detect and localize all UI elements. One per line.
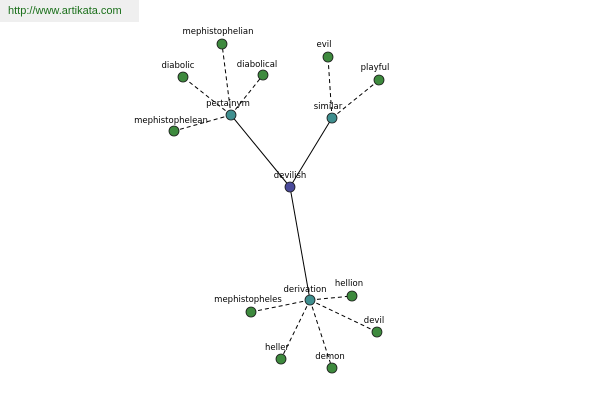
node-label-demon: demon: [315, 352, 345, 362]
edge-pertainym-diabolical: [230, 74, 264, 116]
edge-pertainym-diabolic: [182, 76, 232, 116]
edge-pertainym-mephistophelean: [173, 114, 232, 132]
edges-layer: [173, 43, 380, 369]
node-mephistopheles[interactable]: [245, 306, 257, 318]
node-label-playful: playful: [361, 63, 390, 73]
nodes-layer: [168, 38, 385, 374]
node-label-evil: evil: [317, 40, 332, 50]
edge-derivation-devil: [309, 299, 378, 333]
node-devilish[interactable]: [284, 181, 296, 193]
edge-derivation-heller: [280, 299, 311, 360]
edge-similar-playful: [331, 79, 380, 119]
node-diabolical[interactable]: [257, 69, 269, 81]
edge-pertainym-mephistophelian: [221, 43, 232, 116]
node-label-pertainym: pertainym: [206, 99, 250, 109]
edge-derivation-mephistopheles: [250, 299, 311, 313]
edge-similar-evil: [327, 56, 333, 119]
node-demon[interactable]: [326, 362, 338, 374]
node-label-mephistophelian: mephistophelian: [183, 27, 254, 37]
node-label-similar: similar: [314, 102, 343, 112]
node-playful[interactable]: [373, 74, 385, 86]
node-evil[interactable]: [322, 51, 334, 63]
node-label-heller: heller: [265, 343, 290, 353]
url-watermark-banner: http://www.artikata.com: [0, 0, 139, 22]
node-label-hellion: hellion: [335, 279, 363, 289]
url-watermark: http://www.artikata.com: [8, 5, 122, 17]
node-label-mephistopheles: mephistopheles: [214, 295, 282, 305]
edge-derivation-demon: [309, 299, 333, 369]
edge-devilish-derivation: [289, 186, 311, 301]
node-mephistophelian[interactable]: [216, 38, 228, 50]
edge-devilish-pertainym: [230, 114, 291, 188]
node-diabolic[interactable]: [177, 71, 189, 83]
node-label-devil: devil: [364, 316, 384, 326]
edge-devilish-similar: [289, 117, 333, 188]
node-mephistophelean[interactable]: [168, 125, 180, 137]
node-label-devilish: devilish: [274, 171, 307, 181]
node-pertainym[interactable]: [225, 109, 237, 121]
node-label-derivation: derivation: [283, 285, 326, 295]
edge-derivation-hellion: [309, 295, 353, 301]
node-devil[interactable]: [371, 326, 383, 338]
node-label-diabolical: diabolical: [237, 60, 278, 70]
node-derivation[interactable]: [304, 294, 316, 306]
node-heller[interactable]: [275, 353, 287, 365]
node-similar[interactable]: [326, 112, 338, 124]
node-label-mephistophelean: mephistophelean: [134, 116, 208, 126]
node-hellion[interactable]: [346, 290, 358, 302]
node-label-diabolic: diabolic: [162, 61, 195, 71]
